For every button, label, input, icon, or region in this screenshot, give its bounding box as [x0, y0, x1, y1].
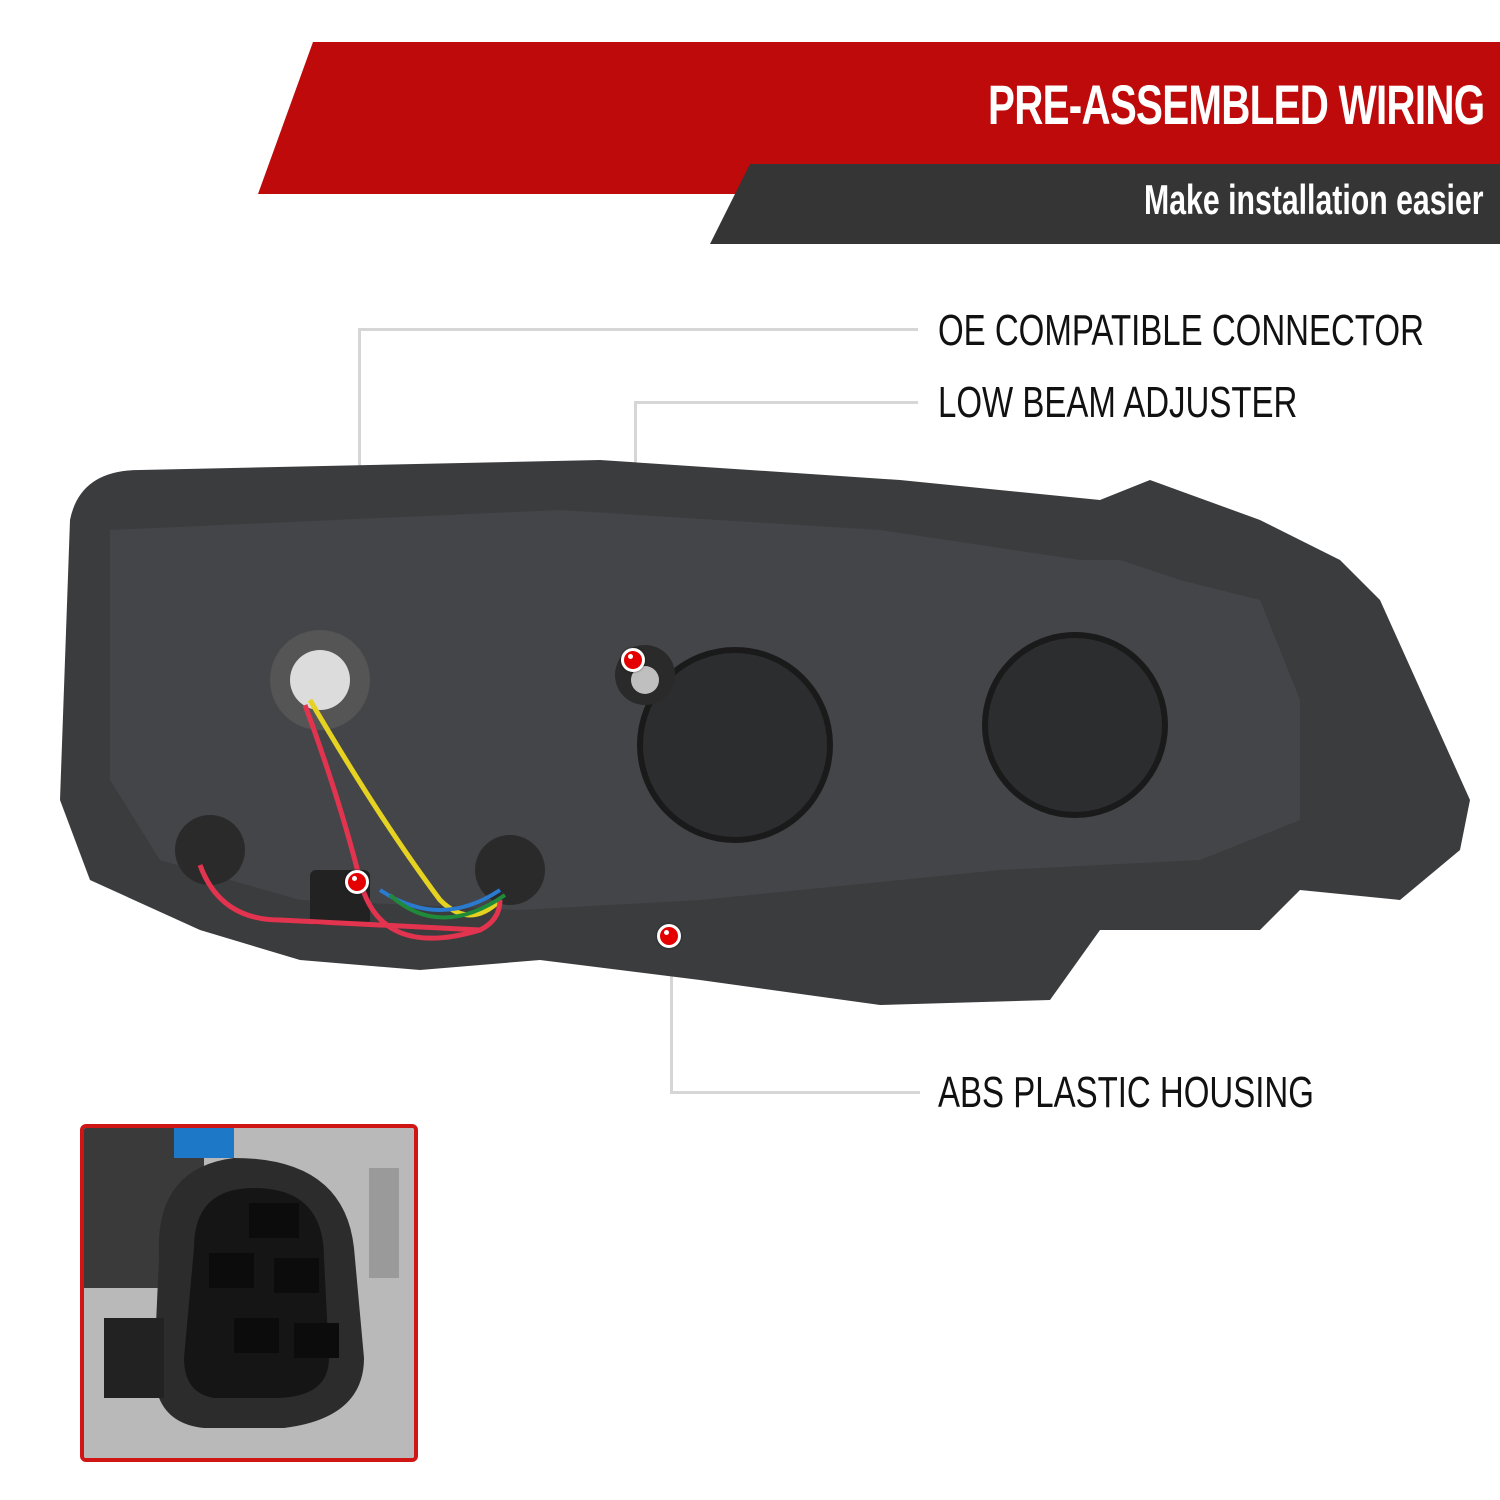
callout-label-adjuster: LOW BEAM ADJUSTER	[938, 378, 1298, 427]
callout-line-connector-h	[358, 328, 918, 331]
callout-line-housing-v	[670, 945, 673, 1093]
connector-closeup-inset	[80, 1124, 418, 1462]
callout-label-housing: ABS PLASTIC HOUSING	[938, 1068, 1314, 1117]
subtitle-banner	[710, 164, 1500, 244]
headlight-housing-image	[60, 460, 1470, 1005]
callout-marker-connector	[345, 870, 369, 894]
callout-line-adjuster-h	[634, 401, 918, 404]
page-subtitle: Make installation easier	[1144, 176, 1484, 223]
callout-marker-housing	[657, 924, 681, 948]
callout-marker-adjuster	[621, 648, 645, 672]
connector-closeup-image	[84, 1128, 414, 1458]
callout-label-connector: OE COMPATIBLE CONNECTOR	[938, 306, 1424, 355]
page-title: PRE-ASSEMBLED WIRING	[987, 73, 1485, 136]
callout-line-housing-h	[670, 1091, 920, 1094]
